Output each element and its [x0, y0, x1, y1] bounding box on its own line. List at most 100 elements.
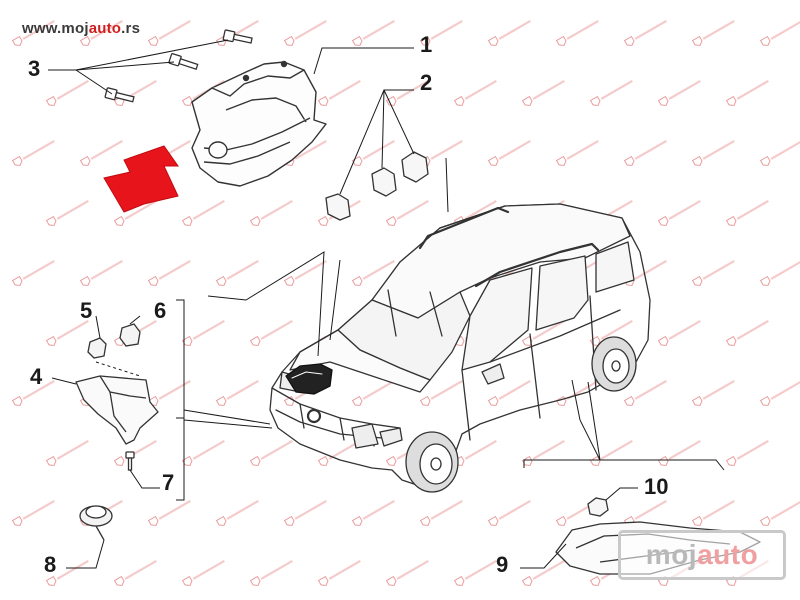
- watermark-stamp: [11, 379, 55, 407]
- watermark-stamp: [759, 379, 800, 407]
- part-7-screw: [125, 451, 135, 471]
- watermark-stamp: [657, 79, 701, 107]
- watermark-stamp: [317, 79, 361, 107]
- watermark-stamp: [487, 139, 531, 167]
- watermark-stamp: [691, 139, 735, 167]
- watermark-stamp: [385, 559, 429, 587]
- watermark-stamp: [113, 79, 157, 107]
- callout-7: 7: [162, 470, 175, 495]
- watermark-stamp: [419, 379, 463, 407]
- watermark-stamp: [385, 199, 429, 227]
- watermark-stamp: [45, 439, 89, 467]
- red-indicator-arrow: [103, 145, 179, 213]
- watermark-stamp: [759, 499, 800, 527]
- watermark-stamp: [555, 19, 599, 47]
- watermark-stamp: [215, 379, 259, 407]
- watermark-stamp: [419, 19, 463, 47]
- watermark-stamp: [623, 379, 667, 407]
- part-4-deflector: [75, 375, 159, 445]
- watermark-stamp: [317, 439, 361, 467]
- watermark-stamp: [147, 19, 191, 47]
- watermark-stamp: [691, 499, 735, 527]
- watermark-stamp: [147, 259, 191, 287]
- part-6-clip: [119, 323, 141, 347]
- watermark-stamp: [215, 259, 259, 287]
- watermark-stamp: [147, 379, 191, 407]
- watermark-stamp: [79, 259, 123, 287]
- callout-10: 10: [644, 474, 669, 499]
- watermark-stamp: [351, 259, 395, 287]
- watermark-stamp: [283, 499, 327, 527]
- watermark-stamp: [589, 79, 633, 107]
- watermark-stamp: [453, 439, 497, 467]
- watermark-stamp: [487, 499, 531, 527]
- watermark-stamp: [657, 319, 701, 347]
- watermark-stamp: [113, 559, 157, 587]
- site-url-suffix: .rs: [121, 20, 141, 37]
- watermark-stamp: [487, 19, 531, 47]
- callout-3: 3: [28, 56, 41, 81]
- watermark-stamp: [249, 559, 293, 587]
- watermark-stamp: [453, 79, 497, 107]
- watermark-stamp: [589, 439, 633, 467]
- watermark-stamp: [351, 499, 395, 527]
- site-url-prefix: www.: [22, 20, 62, 37]
- callout-2: 2: [420, 70, 433, 95]
- watermark-stamp: [45, 79, 89, 107]
- watermark-stamp: [555, 139, 599, 167]
- watermark-stamp: [79, 139, 123, 167]
- watermark-stamp: [691, 259, 735, 287]
- watermark-stamp: [759, 259, 800, 287]
- watermark-stamp: [11, 499, 55, 527]
- watermark-stamp: [691, 19, 735, 47]
- watermark-stamp: [113, 439, 157, 467]
- watermark-stamp: [555, 379, 599, 407]
- watermark-stamp: [725, 319, 769, 347]
- part-8-plug: [79, 505, 113, 541]
- watermark-stamp: [249, 319, 293, 347]
- watermark-stamp: [725, 199, 769, 227]
- watermark-stamp: [79, 19, 123, 47]
- watermark-stamp: [147, 499, 191, 527]
- watermark-stamp: [113, 199, 157, 227]
- watermark-stamp: [725, 79, 769, 107]
- site-url[interactable]: www.mojauto.rs: [22, 20, 140, 37]
- watermark-stamp: [419, 499, 463, 527]
- callout-1: 1: [420, 32, 433, 57]
- watermark-stamp: [725, 439, 769, 467]
- watermark-stamp: [759, 19, 800, 47]
- watermark-stamp: [215, 19, 259, 47]
- watermark-stamp: [45, 319, 89, 347]
- part-10-nut: [587, 497, 609, 517]
- watermark-stamp: [215, 499, 259, 527]
- watermark-stamp: [11, 139, 55, 167]
- watermark-stamp: [623, 19, 667, 47]
- watermark-stamp: [521, 559, 565, 587]
- watermark-stamp: [11, 19, 55, 47]
- watermark-stamp: [249, 199, 293, 227]
- watermark-stamp: [487, 379, 531, 407]
- watermark-stamp: [45, 559, 89, 587]
- watermark-stamp: [181, 439, 225, 467]
- callout-8: 8: [44, 552, 57, 577]
- watermark-stamp: [283, 259, 327, 287]
- watermark-stamp: [181, 319, 225, 347]
- leader-lines: [48, 39, 725, 569]
- watermark-stamp: [181, 559, 225, 587]
- watermark-stamp: [657, 199, 701, 227]
- logo-text-accent: auto: [697, 539, 759, 570]
- watermark-stamp: [351, 139, 395, 167]
- part-5-clip: [87, 337, 107, 359]
- watermark-stamp: [759, 139, 800, 167]
- callout-5: 5: [80, 298, 93, 323]
- car-illustration: [269, 203, 651, 493]
- part-1-wheel-arch-liner: [191, 60, 327, 187]
- callout-9: 9: [496, 552, 509, 577]
- watermark-stamp: [623, 139, 667, 167]
- callout-6: 6: [154, 298, 167, 323]
- watermark-stamp: [521, 439, 565, 467]
- watermark-stamp: [283, 19, 327, 47]
- watermark-stamp: [351, 379, 395, 407]
- part-2-clips: [325, 151, 429, 221]
